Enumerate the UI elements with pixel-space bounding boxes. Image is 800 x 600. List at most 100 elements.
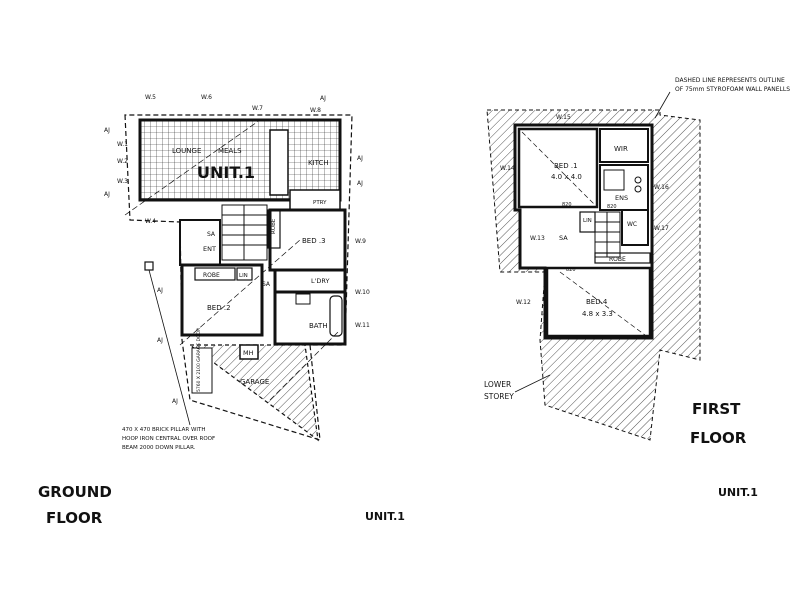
room-robe-horizontal: ROBE <box>203 272 220 279</box>
pillar-note-line2: HOOP IRON CENTRAL OVER ROOF <box>122 436 215 442</box>
ground-floor-site-outline <box>124 114 353 441</box>
setback-line-1 <box>124 119 261 216</box>
bathtub <box>329 295 343 337</box>
aj-marker-5: AJ <box>320 95 326 102</box>
room-lndry: L'DRY <box>311 277 330 285</box>
note-line1: DASHED LINE REPRESENTS OUTLINE <box>675 77 785 84</box>
staircase-first-treads <box>595 212 620 257</box>
lower-storey-leader <box>514 374 551 393</box>
ground-floor-title-line1: GROUND <box>38 483 112 501</box>
laundry-tub <box>295 293 311 305</box>
living-area-tiled-floor <box>138 118 342 202</box>
room-lin-ground: LIN <box>239 273 248 279</box>
room-mh: MH <box>243 349 254 357</box>
entry-walls <box>179 219 221 266</box>
ens-basin-1 <box>634 176 642 184</box>
room-robe-vertical: ROBE <box>271 218 277 234</box>
window-w1: W.1 <box>117 141 128 148</box>
ens-basin-2 <box>634 185 642 193</box>
linen-ground <box>236 267 253 281</box>
pillar-note-line3: BEAM 2000 DOWN PILLAR. <box>122 445 196 451</box>
kitchen-bench <box>269 129 289 196</box>
pillar-note-line1: 470 X 470 BRICK PILLAR WITH <box>122 427 206 433</box>
window-w4: W.4 <box>145 218 156 225</box>
aj-marker-6: AJ <box>157 287 163 294</box>
window-w7: W.7 <box>252 105 263 112</box>
room-bed4: BED.4 <box>586 298 608 306</box>
meter-box <box>239 344 259 360</box>
room-sa-first: SA <box>559 234 568 242</box>
aj-marker-1: AJ <box>104 127 110 134</box>
robe-first <box>594 252 651 264</box>
pillar-note-leader <box>148 269 191 426</box>
window-w5: W.5 <box>145 94 156 101</box>
brick-pillar <box>144 261 154 271</box>
window-w10: W.10 <box>355 289 370 296</box>
aj-marker-4: AJ <box>357 180 363 187</box>
first-floor-plan: BED .1 4.0 x 4.0 WIR ENS WC LIN SA ROBE … <box>484 77 790 441</box>
window-w12: W.12 <box>516 299 531 306</box>
window-w8: W.8 <box>310 107 321 114</box>
bed4-diagonal <box>559 271 646 336</box>
garage-door-label: 5760 X 2100 GARAGE DOOR <box>196 328 202 392</box>
room-ent: ENT <box>203 245 216 253</box>
window-w11: W.11 <box>355 322 370 329</box>
room-bath: BATH <box>309 322 328 330</box>
room-garage: GARAGE <box>240 378 269 386</box>
ground-floor-plan: LOUNGE MEALS KITCH PTRY UNIT.1 ROBE BED … <box>104 94 370 451</box>
room-bed1-size: 4.0 x 4.0 <box>551 173 582 181</box>
window-w13: W.13 <box>530 235 545 242</box>
room-sa-ground: SA <box>207 231 216 238</box>
window-w6: W.6 <box>201 94 212 101</box>
room-wir: WIR <box>614 145 628 153</box>
wir-walls <box>599 128 649 163</box>
room-robe-first: ROBE <box>609 256 626 263</box>
robe-ground-vertical <box>267 209 281 249</box>
ground-floor-title-line2: FLOOR <box>46 509 103 527</box>
room-lin-first: LIN <box>583 218 592 224</box>
window-w3: W.3 <box>117 178 128 185</box>
room-ptry: PTRY <box>313 200 327 206</box>
bed4-walls <box>545 266 652 338</box>
aj-marker-2: AJ <box>104 191 110 198</box>
note-line2: OF 75mm STYROFOAM WALL PANELLS <box>675 86 790 93</box>
wc-walls <box>621 209 649 246</box>
setback-line-3 <box>269 329 341 401</box>
dim-820-1: 820 <box>562 202 572 208</box>
lower-storey-line1: LOWER <box>484 380 511 389</box>
window-w9: W.9 <box>355 238 366 245</box>
room-bed3: BED .3 <box>302 237 326 245</box>
room-bed1: BED .1 <box>554 162 578 170</box>
bed2-walls <box>180 263 264 337</box>
laundry-walls <box>273 268 347 294</box>
room-kitch: KITCH <box>308 159 329 167</box>
unit-name-big: UNIT.1 <box>197 163 255 182</box>
dim-820-2: 820 <box>566 267 576 273</box>
first-floor-unit-label: UNIT.1 <box>718 486 758 499</box>
window-w17: W.17 <box>654 225 669 232</box>
window-w16: W.16 <box>654 184 669 191</box>
window-w2: W.2 <box>117 158 128 165</box>
robe-ground-horizontal <box>194 267 236 281</box>
note-leader <box>654 91 671 119</box>
window-w14: W.14 <box>500 165 515 172</box>
ground-floor-unit-label: UNIT.1 <box>365 510 405 523</box>
aj-marker-7: AJ <box>157 337 163 344</box>
room-lounge: LOUNGE <box>172 147 201 155</box>
bath-walls <box>273 290 347 346</box>
room-wc: WC <box>627 221 637 228</box>
aj-marker-8: AJ <box>172 398 178 405</box>
room-bed2: BED .2 <box>207 304 231 312</box>
lower-storey-line2: STOREY <box>484 392 514 401</box>
room-bed4-size: 4.8 x 3.3 <box>582 310 613 318</box>
first-floor-title-line2: FLOOR <box>690 429 747 447</box>
linen-first <box>579 211 596 233</box>
window-w15: W.15 <box>556 114 571 121</box>
dim-820-3: 820 <box>607 204 617 210</box>
first-floor-title-line1: FIRST <box>692 400 741 418</box>
ens-bath <box>603 169 625 191</box>
aj-marker-3: AJ <box>357 155 363 162</box>
room-sa-hall: SA <box>262 281 271 288</box>
staircase-ground <box>221 204 268 261</box>
